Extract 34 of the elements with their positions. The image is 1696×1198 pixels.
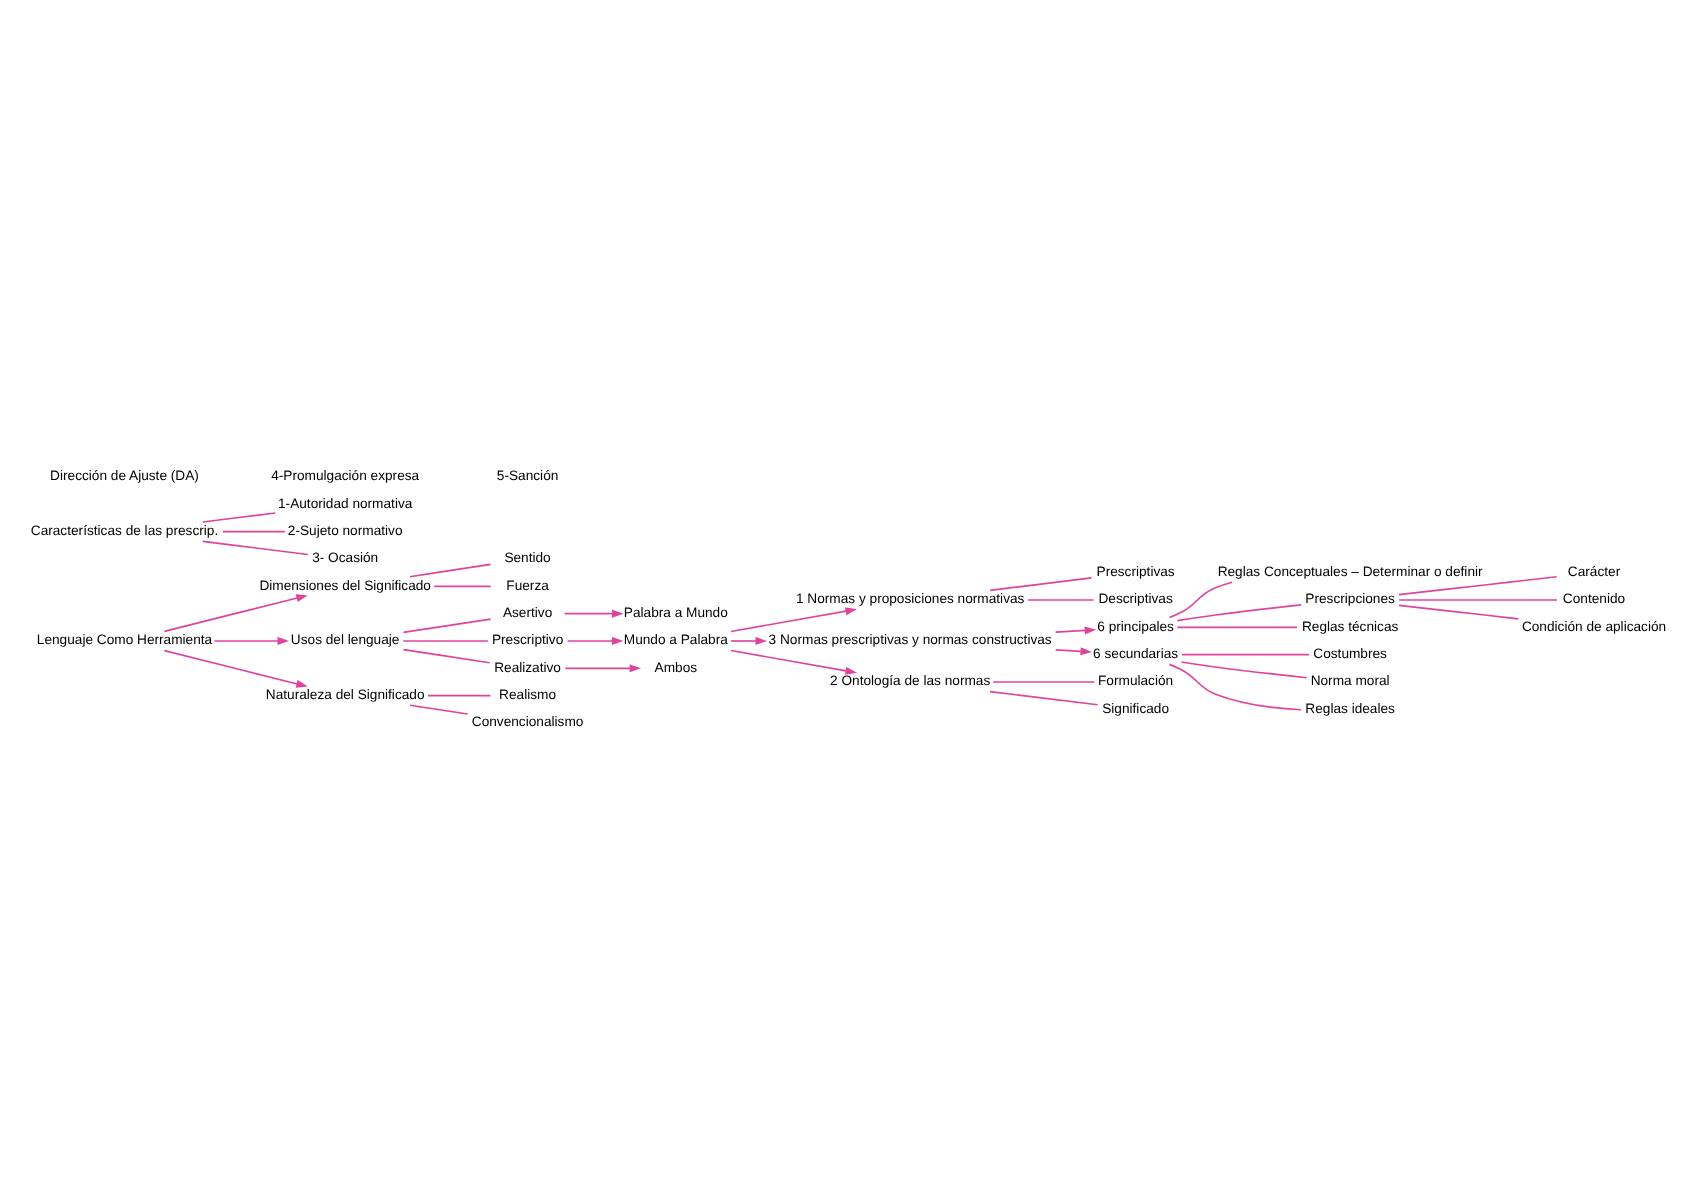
connector xyxy=(402,639,489,641)
arrow xyxy=(730,635,767,644)
connector xyxy=(1398,603,1520,619)
connector xyxy=(1168,662,1302,710)
arrow xyxy=(566,635,624,644)
connector xyxy=(1168,580,1233,618)
arrow xyxy=(163,648,308,687)
connector xyxy=(989,689,1099,705)
arrow xyxy=(163,593,308,632)
connector xyxy=(1176,603,1303,621)
connector xyxy=(1181,652,1310,655)
connector xyxy=(1176,625,1299,628)
connector xyxy=(409,562,492,577)
arrow xyxy=(730,606,857,632)
connector xyxy=(201,511,277,522)
connector xyxy=(427,693,492,696)
connector xyxy=(989,576,1093,591)
connector xyxy=(221,529,286,532)
arrow xyxy=(730,648,857,674)
arrow xyxy=(563,608,624,617)
connector xyxy=(1398,574,1558,595)
connector xyxy=(402,647,491,663)
connector xyxy=(1398,598,1558,600)
connector xyxy=(1027,598,1095,600)
connector xyxy=(201,539,309,555)
connector xyxy=(992,680,1096,682)
arrow xyxy=(1054,646,1092,655)
connector xyxy=(1180,660,1308,678)
arrow xyxy=(564,663,642,672)
arrow xyxy=(213,635,289,644)
connector xyxy=(433,584,492,587)
connector xyxy=(409,703,469,714)
connector xyxy=(402,617,492,633)
arrow xyxy=(1054,625,1097,634)
